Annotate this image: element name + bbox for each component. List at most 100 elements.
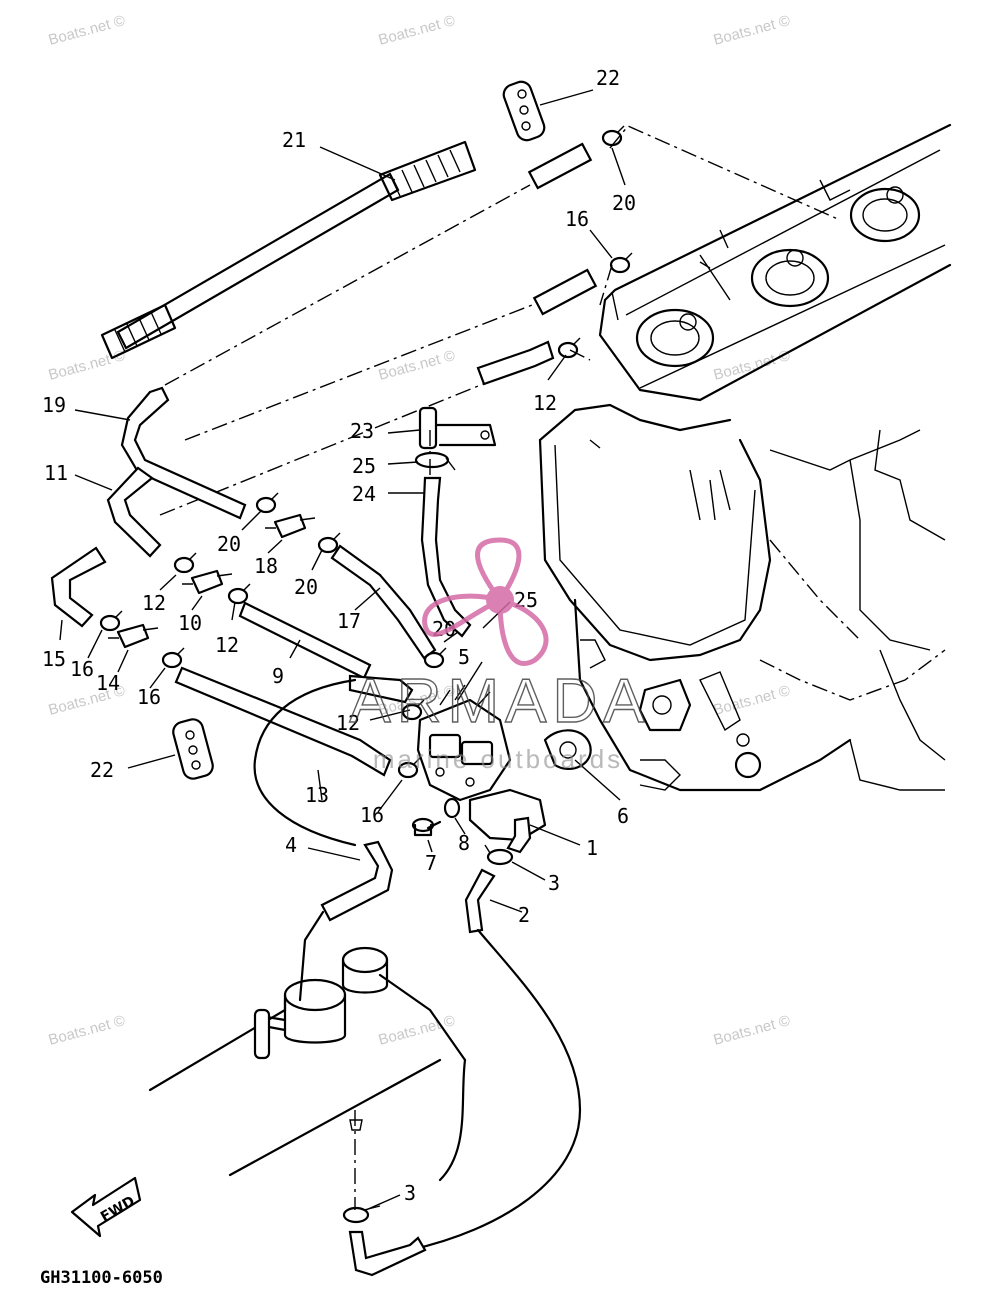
watermark-text: Boats.net © (712, 12, 792, 49)
callout-6: 6 (617, 804, 629, 828)
brand-tagline: marine outboards (373, 744, 623, 774)
callout-17: 17 (337, 609, 361, 633)
callout-12: 12 (215, 633, 239, 657)
brand-name: ARMADA (349, 667, 650, 736)
part-24-hose (420, 476, 472, 638)
leader-lines (159, 125, 841, 1210)
hose-top-3 (476, 340, 555, 386)
hose-clamp (173, 552, 197, 574)
part-21-bellows-tube (100, 140, 477, 360)
hose-clamp (609, 252, 633, 274)
callout-3: 3 (404, 1181, 416, 1205)
callout-22: 22 (90, 758, 114, 782)
callout-leaders (59, 89, 626, 1211)
callout-13: 13 (305, 783, 329, 807)
watermark-text: Boats.net © (47, 12, 127, 49)
callout-4: 4 (285, 833, 297, 857)
watermark-text: Boats.net © (712, 1012, 792, 1049)
callout-20: 20 (217, 532, 241, 556)
watermark-text: Boats.net © (47, 1012, 127, 1049)
part-23-fitting (418, 406, 497, 450)
watermark-text: Boats.net © (712, 682, 792, 719)
callout-20: 20 (612, 191, 636, 215)
part-15-hose (50, 546, 107, 628)
callout-14: 14 (96, 671, 120, 695)
part-17-hose (330, 544, 437, 660)
part-22-clip-top (502, 80, 546, 142)
engine-block (538, 123, 952, 792)
callout-12: 12 (142, 591, 166, 615)
bottom-hose (348, 1230, 427, 1277)
callout-1: 1 (586, 836, 598, 860)
part-4-hose (320, 840, 394, 922)
callout-22: 22 (596, 66, 620, 90)
plug-well-3 (849, 186, 921, 243)
hose-clamp (99, 610, 123, 632)
callout-9: 9 (272, 664, 284, 688)
part-8-washer (443, 797, 461, 819)
callout-24: 24 (352, 482, 376, 506)
hose-top-2 (532, 268, 598, 316)
callout-19: 19 (42, 393, 66, 417)
callout-21: 21 (282, 128, 306, 152)
callout-12: 12 (533, 391, 557, 415)
callout-20: 20 (294, 575, 318, 599)
hose-clamp (423, 647, 447, 669)
hose-4-line (298, 910, 325, 1002)
part-10-filter (182, 569, 233, 595)
callout-25: 25 (352, 454, 376, 478)
callout-16: 16 (565, 207, 589, 231)
fuel-tank (148, 946, 467, 1177)
callout-5: 5 (458, 645, 470, 669)
hose-clamp (161, 647, 185, 669)
watermark-text: Boats.net © (47, 347, 127, 384)
diagram-code: GH31100-6050 (40, 1268, 163, 1288)
callout-18: 18 (254, 554, 278, 578)
part-3-clamp-bottom (342, 1205, 381, 1224)
callout-15: 15 (42, 647, 66, 671)
propeller-logo (422, 537, 549, 666)
part-7-bolt (411, 817, 442, 837)
part-22-clip-bottom (172, 718, 214, 780)
part-18-filter (265, 513, 316, 539)
part-1-pump-assembly (416, 684, 547, 854)
part-13-hose (174, 666, 392, 777)
hose-clamp (557, 337, 581, 359)
part-19-hose (120, 386, 247, 520)
watermark-text: Boats.net © (377, 12, 457, 49)
part-11-hose (106, 466, 162, 558)
hose-clamp (227, 583, 251, 605)
plug-well-2 (750, 248, 830, 308)
callout-2: 2 (518, 903, 530, 927)
callout-7: 7 (425, 851, 437, 875)
hose-5-stub (348, 674, 414, 704)
fwd-arrow (70, 1176, 142, 1238)
callout-11: 11 (44, 461, 68, 485)
plug-well-1 (635, 308, 715, 368)
callout-10: 10 (178, 611, 202, 635)
part-25-clamp (414, 451, 456, 471)
hose-loop (253, 678, 357, 847)
callout-3: 3 (548, 871, 560, 895)
watermark-text: Boats.net © (712, 347, 792, 384)
hose-top-1 (527, 142, 593, 190)
part-2-hose (464, 868, 496, 934)
hose-clamp (601, 125, 625, 147)
watermark-text: Boats.net © (377, 347, 457, 384)
callout-numbers: 1233456789101112121212131415161616161718… (42, 66, 636, 1205)
return-line (408, 928, 582, 1252)
part-14-filter (108, 623, 159, 649)
callout-16: 16 (137, 685, 161, 709)
watermark-layer: Boats.net © Boats.net © Boats.net © Boats.n… (47, 12, 792, 1049)
callout-23: 23 (350, 419, 374, 443)
hose-clamp (255, 492, 279, 514)
clamp-layer (99, 125, 633, 779)
callout-8: 8 (458, 831, 470, 855)
part-6-gasket (543, 729, 592, 770)
callout-12: 12 (336, 711, 360, 735)
callout-16: 16 (360, 803, 384, 827)
hose-clamp (317, 532, 341, 554)
hose-clamp (397, 757, 421, 779)
